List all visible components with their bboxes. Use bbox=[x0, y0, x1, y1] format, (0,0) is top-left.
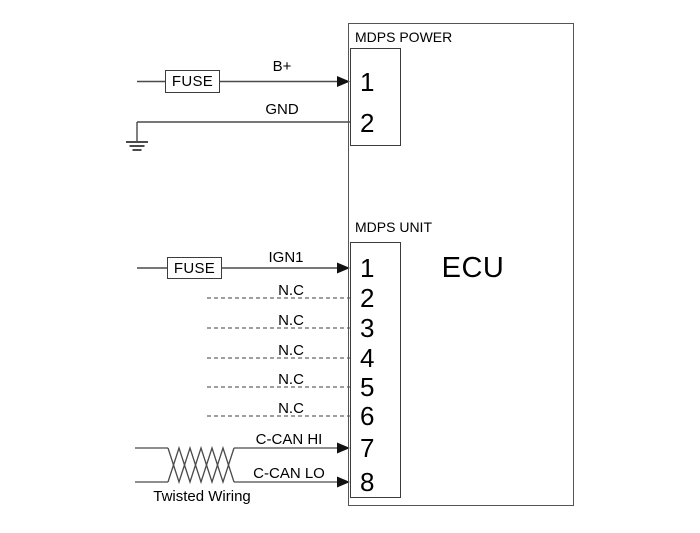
signal-label-nc-2: N.C bbox=[278, 282, 304, 299]
wire-nc-dashed bbox=[207, 297, 350, 417]
unit-pin-5: 5 bbox=[360, 372, 375, 402]
ground-icon bbox=[126, 141, 148, 151]
power-pin-1: 1 bbox=[360, 67, 375, 97]
fuse-label: FUSE bbox=[171, 73, 214, 90]
ecu-label: ECU bbox=[441, 252, 505, 284]
unit-pin-3: 3 bbox=[360, 313, 375, 343]
signal-label-nc-4: N.C bbox=[278, 342, 304, 359]
mdps-power-title: MDPS POWER bbox=[355, 29, 453, 45]
signal-label-b-plus: B+ bbox=[272, 58, 292, 75]
unit-pin-1: 1 bbox=[360, 253, 375, 283]
unit-pin-4: 4 bbox=[360, 343, 375, 373]
unit-pin-6: 6 bbox=[360, 401, 375, 431]
signal-label-gnd: GND bbox=[265, 101, 299, 118]
fuse-box-ign1: FUSE bbox=[167, 257, 222, 279]
twisted-pair-icon bbox=[167, 445, 235, 485]
wire-arrowhead bbox=[337, 262, 350, 274]
signal-label-ign1: IGN1 bbox=[268, 249, 304, 266]
unit-pin-8: 8 bbox=[360, 467, 375, 497]
wire-gnd bbox=[136, 121, 350, 141]
signal-label-nc-5: N.C bbox=[278, 371, 304, 388]
power-pin-2: 2 bbox=[360, 108, 375, 138]
signal-label-nc-3: N.C bbox=[278, 312, 304, 329]
fuse-box-b-plus: FUSE bbox=[165, 70, 220, 93]
mdps-power-connector-box bbox=[350, 48, 401, 146]
ecu-box bbox=[348, 23, 574, 506]
fuse-label: FUSE bbox=[173, 259, 216, 277]
signal-label-nc-6: N.C bbox=[278, 400, 304, 417]
wire-arrowhead bbox=[337, 442, 350, 454]
mdps-unit-connector-box bbox=[350, 242, 401, 498]
twisted-wiring-label: Twisted Wiring bbox=[153, 488, 251, 505]
signal-label-c-can-lo: C-CAN LO bbox=[253, 465, 325, 482]
wire-arrowhead bbox=[337, 76, 350, 87]
unit-pin-7: 7 bbox=[360, 433, 375, 463]
unit-pin-2: 2 bbox=[360, 283, 375, 313]
signal-label-c-can-hi: C-CAN HI bbox=[255, 431, 323, 448]
wire-arrowhead bbox=[337, 476, 350, 488]
mdps-unit-title: MDPS UNIT bbox=[355, 219, 432, 235]
